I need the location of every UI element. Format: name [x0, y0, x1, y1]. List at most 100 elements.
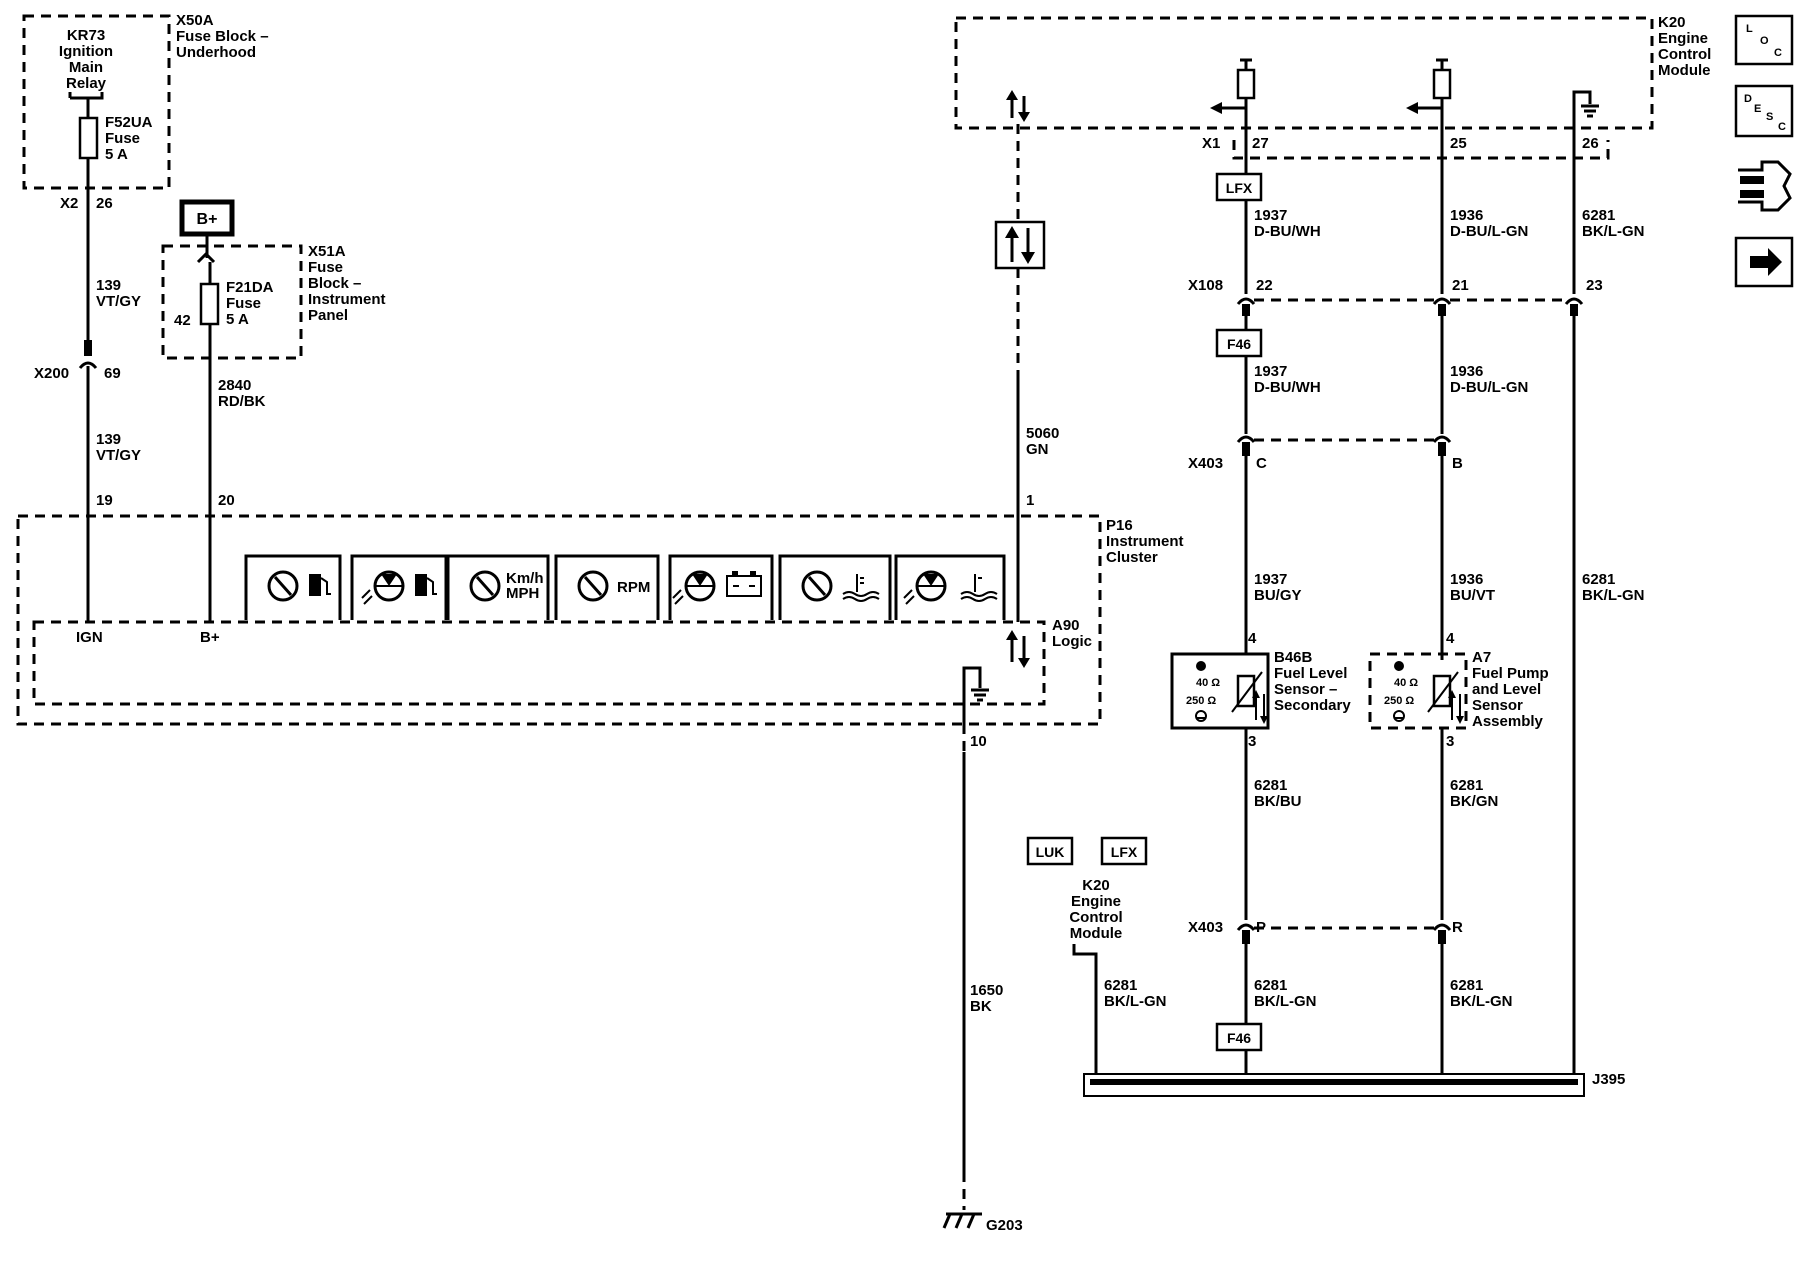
wire-5060-number: 5060: [1026, 425, 1059, 442]
loc-letter-o: O: [1760, 35, 1769, 47]
wire-6281-color-b: BK/L-GN: [1582, 587, 1645, 604]
k20-bottom-label-1: K20: [1082, 877, 1110, 894]
x50a-label-1: X50A: [176, 12, 214, 29]
x403-upper-label: X403: [1188, 455, 1223, 472]
k20-label-2: Engine: [1658, 30, 1708, 47]
x51a-label-2: Fuse: [308, 259, 343, 276]
wire-6281-number-e: 6281: [1254, 977, 1287, 994]
desc-letter-e: E: [1754, 103, 1761, 115]
p16-label-2: Instrument: [1106, 533, 1184, 550]
x51a-label-3: Block –: [308, 275, 361, 292]
wire-2840-color: RD/BK: [218, 393, 266, 410]
f52ua-label-2: Fuse: [105, 130, 140, 147]
serial-data-symbol: [994, 220, 1046, 270]
wire-139-number: 139: [96, 277, 121, 294]
kr73-label-1: KR73: [67, 27, 105, 44]
p16-pin-bplus: 20: [218, 492, 235, 509]
wire-1937-number: 1937: [1254, 207, 1287, 224]
wire-6281-number-c: 6281: [1254, 777, 1287, 794]
a7-label-4: Sensor: [1472, 697, 1523, 714]
x50a-label-2: Fuse Block –: [176, 28, 269, 45]
speedo-mph-label: MPH: [506, 585, 539, 602]
a7-pin-top: 4: [1446, 630, 1455, 647]
x51a-label-4: Instrument: [308, 291, 386, 308]
j395-label: J395: [1592, 1071, 1625, 1088]
wire-6281-color-d: BK/GN: [1450, 793, 1498, 810]
fuel-pump-icon: [309, 574, 331, 596]
next-page-arrow-button[interactable]: [1734, 236, 1794, 288]
x1-connector-label: X1: [1202, 135, 1220, 152]
wire-1936-color-3: BU/VT: [1450, 587, 1495, 604]
kr73-label-4: Relay: [66, 75, 107, 92]
wire-6281-color-e: BK/L-GN: [1254, 993, 1317, 1010]
f21da-label-2: Fuse: [226, 295, 261, 312]
b46b-pin-top: 4: [1248, 630, 1257, 647]
connector-service-icon[interactable]: [1738, 160, 1792, 212]
wire-1937-color-3: BU/GY: [1254, 587, 1302, 604]
a90-label-1: A90: [1052, 617, 1080, 634]
f46-tag-bottom-label: F46: [1227, 1030, 1251, 1046]
f21da-label-3: 5 A: [226, 311, 249, 328]
wire-6281-number-b: 6281: [1582, 571, 1615, 588]
coolant-temp-icon: [842, 574, 880, 602]
k20-engine-control-module: [954, 16, 1654, 130]
a90-ground-symbol: [962, 666, 989, 724]
f21da-label-1: F21DA: [226, 279, 274, 296]
wire-6281-color-a: BK/L-GN: [1582, 223, 1645, 240]
k20-bottom-label-2: Engine: [1071, 893, 1121, 910]
wire-1937-number-3: 1937: [1254, 571, 1287, 588]
description-nav-button[interactable]: D E S C: [1734, 84, 1794, 138]
wire-139-color-2: VT/GY: [96, 447, 141, 464]
wire-1650-number: 1650: [970, 982, 1003, 999]
b46b-label-3: Sensor –: [1274, 681, 1337, 698]
wire-6281-number-g: 6281: [1104, 977, 1137, 994]
tach-rpm-label: RPM: [617, 579, 650, 596]
x403-upper-pin-b: B: [1452, 455, 1463, 472]
wire-1936-color-2: D-BU/L-GN: [1450, 379, 1528, 396]
wire-6281-color-f: BK/L-GN: [1450, 993, 1513, 1010]
f46-tag-top-label: F46: [1227, 336, 1251, 352]
battery-icon: [726, 571, 762, 597]
bplus-tag: [179, 199, 235, 237]
arrow-right-icon: [1750, 248, 1782, 276]
a7-label-1: A7: [1472, 649, 1491, 666]
x51a-label-1: X51A: [308, 243, 346, 260]
x108-pin-21: 21: [1452, 277, 1469, 294]
p16-pin-data: 1: [1026, 492, 1034, 509]
wire-2840-number: 2840: [218, 377, 251, 394]
f52ua-label-3: 5 A: [105, 146, 128, 163]
x50a-label-3: Underhood: [176, 44, 256, 61]
chassis-ground-icon: [942, 1212, 982, 1229]
j395-splice-pack: [1083, 1073, 1585, 1097]
f21da-pin-label: 42: [174, 312, 191, 329]
a90-data-arrows: [1006, 630, 1030, 668]
a7-label-3: and Level: [1472, 681, 1541, 698]
lfx-tag-top-label: LFX: [1226, 180, 1253, 196]
x1-pin-26: 26: [1582, 135, 1599, 152]
b46b-label-1: B46B: [1274, 649, 1313, 666]
wire-139-color: VT/GY: [96, 293, 141, 310]
a7-fuel-pump-level-sensor: 40 Ω 250 Ω: [1368, 652, 1468, 730]
wire-6281-color-g: BK/L-GN: [1104, 993, 1167, 1010]
x200-pin-label: 69: [104, 365, 121, 382]
temp-warning-icon: [960, 574, 998, 602]
wire-1937-number-2: 1937: [1254, 363, 1287, 380]
b46b-r1: 40 Ω: [1196, 677, 1220, 689]
b46b-pin-bottom: 3: [1248, 733, 1256, 750]
p16-instrument-cluster: IGN B+ Km/h MPH RPM: [16, 514, 1102, 726]
location-nav-button[interactable]: L O C: [1734, 14, 1794, 66]
a90-label-2: Logic: [1052, 633, 1092, 650]
x403-lower-pin-p: P: [1256, 919, 1266, 936]
wire-6281-color-c: BK/BU: [1254, 793, 1302, 810]
x108-connector-label: X108: [1188, 277, 1223, 294]
wire-1937-color-2: D-BU/WH: [1254, 379, 1321, 396]
lfx-tag-bottom-label: LFX: [1111, 844, 1138, 860]
x403-lower-label: X403: [1188, 919, 1223, 936]
x2-connector-label: X2: [60, 195, 78, 212]
x200-connector-label: X200: [34, 365, 69, 382]
k20-label-4: Module: [1658, 62, 1711, 79]
k20-label-3: Control: [1658, 46, 1711, 63]
cluster-bplus-label: B+: [200, 629, 220, 646]
wire-6281-number-a: 6281: [1582, 207, 1615, 224]
k20-label-1: K20: [1658, 14, 1686, 31]
